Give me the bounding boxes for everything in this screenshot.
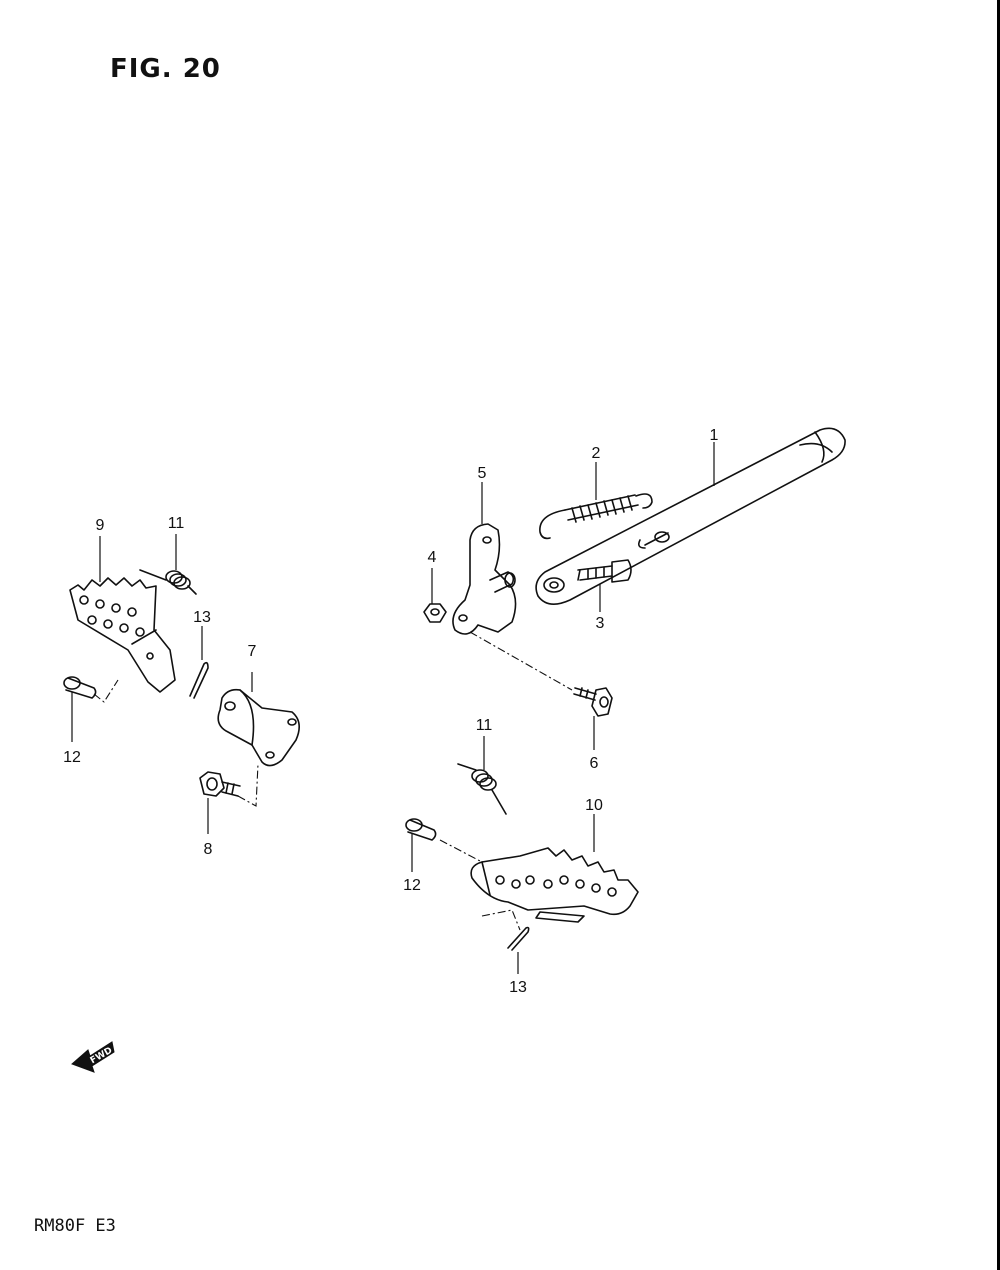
callout-2: 2 bbox=[592, 445, 601, 462]
callout-6: 6 bbox=[590, 755, 599, 772]
callout-1: 1 bbox=[710, 427, 719, 444]
left-footrest-part bbox=[69, 577, 176, 693]
callout-8: 8 bbox=[204, 841, 213, 858]
callout-4: 4 bbox=[428, 549, 437, 566]
callout-10: 10 bbox=[585, 797, 603, 814]
callout-11a: 11 bbox=[168, 515, 185, 532]
forward-direction-arrow: FWD bbox=[71, 1041, 115, 1073]
callout-numbers: 1 2 3 4 5 6 7 8 9 10 11 11 12 12 13 13 bbox=[63, 427, 718, 996]
bracket-bolt-part bbox=[573, 687, 613, 717]
cotter-pin-part-right bbox=[507, 926, 530, 951]
callout-5: 5 bbox=[478, 465, 487, 482]
footrest-spring-part-upper bbox=[139, 569, 197, 595]
callout-12b: 12 bbox=[403, 877, 421, 894]
stand-bracket-part bbox=[452, 523, 517, 635]
nut-part bbox=[423, 603, 447, 623]
assembly-line-bracket-bolt bbox=[237, 763, 259, 807]
footrest-spring-part-lower bbox=[457, 763, 507, 815]
callout-3: 3 bbox=[596, 615, 605, 632]
spring-part bbox=[539, 493, 653, 540]
side-stand-part bbox=[535, 427, 846, 605]
cotter-pin-part-left bbox=[189, 661, 209, 699]
stand-bolt-part bbox=[577, 559, 632, 583]
right-footrest-part bbox=[470, 847, 639, 923]
figure-title: FIG. 20 bbox=[110, 54, 221, 84]
callout-13b: 13 bbox=[509, 979, 527, 996]
callout-9: 9 bbox=[96, 517, 105, 534]
callout-13a: 13 bbox=[193, 609, 211, 626]
assembly-line-bolt bbox=[469, 631, 573, 691]
assembly-line-right-pin bbox=[439, 839, 483, 863]
footrest-bolt-part bbox=[199, 771, 241, 797]
footrest-bracket-part bbox=[217, 688, 300, 767]
footrest-pin-part-right bbox=[405, 818, 437, 841]
page-edge-line bbox=[997, 0, 1000, 1270]
callout-12a: 12 bbox=[63, 749, 81, 766]
callout-11b: 11 bbox=[476, 717, 493, 734]
assembly-line-left-pin bbox=[93, 679, 119, 703]
footrest-pin-part-left bbox=[63, 676, 97, 699]
assembly-line-right-cotter bbox=[481, 909, 521, 931]
callout-7: 7 bbox=[248, 643, 257, 660]
model-code: RM80F E3 bbox=[34, 1216, 116, 1236]
